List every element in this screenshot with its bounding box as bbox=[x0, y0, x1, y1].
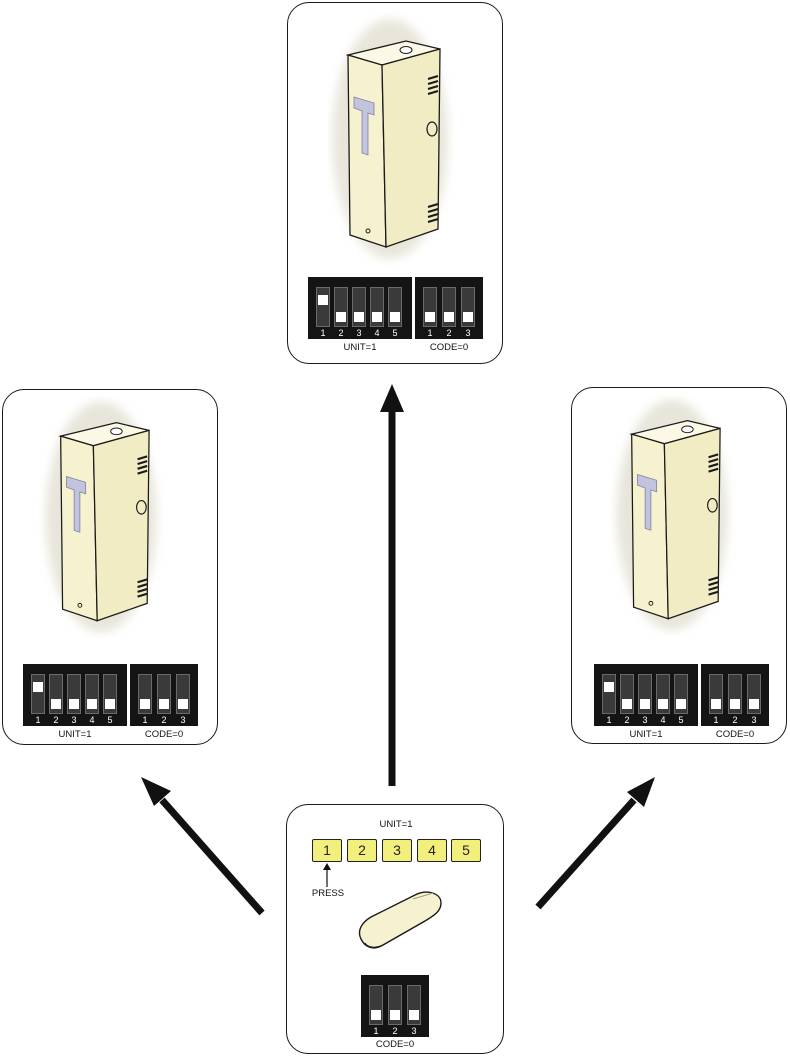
code-caption: CODE=0 bbox=[130, 729, 198, 740]
dip-slot[interactable] bbox=[388, 287, 402, 327]
dip-number: 2 bbox=[49, 715, 63, 725]
unit-caption: UNIT=1 bbox=[594, 729, 698, 740]
transmitter-code-dip-switch: 1 2 3 bbox=[361, 975, 429, 1037]
dip-number: 2 bbox=[620, 715, 634, 725]
transmitter-panel: UNIT=1 1 2 3 4 5 PRESS 1 2 3 CODE=0 bbox=[286, 804, 504, 1054]
dip-number: 1 bbox=[369, 1026, 383, 1036]
dip-number: 5 bbox=[103, 715, 117, 725]
dip-slot[interactable] bbox=[423, 287, 437, 327]
dip-slot[interactable] bbox=[656, 674, 670, 714]
dip-number: 3 bbox=[67, 715, 81, 725]
transmitter-code-caption: CODE=0 bbox=[361, 1039, 429, 1050]
receiver-panel-top: 1 2 3 4 5 1 2 3 UNIT=1 CODE=0 bbox=[287, 2, 503, 364]
dip-slot[interactable] bbox=[442, 287, 456, 327]
receiver-panel-right: 1 2 3 4 5 1 2 3 UNIT=1 CODE=0 bbox=[571, 387, 787, 744]
dip-number: 2 bbox=[157, 715, 171, 725]
dip-slot[interactable] bbox=[31, 674, 45, 714]
dip-number: 5 bbox=[388, 328, 402, 338]
dip-number: 3 bbox=[407, 1026, 421, 1036]
dip-slot[interactable] bbox=[388, 985, 402, 1025]
receiver-device bbox=[328, 7, 454, 265]
dip-slot[interactable] bbox=[157, 674, 171, 714]
unit-caption: UNIT=1 bbox=[308, 342, 412, 353]
dip-slot[interactable] bbox=[747, 674, 761, 714]
unit-key-2[interactable]: 2 bbox=[347, 839, 377, 862]
dip-number: 2 bbox=[334, 328, 348, 338]
dip-slot[interactable] bbox=[728, 674, 742, 714]
code-dip-switch: 1 2 3 bbox=[701, 664, 769, 726]
dip-number: 3 bbox=[176, 715, 190, 725]
dip-number: 1 bbox=[602, 715, 616, 725]
press-label: PRESS bbox=[307, 888, 349, 899]
dip-number: 1 bbox=[31, 715, 45, 725]
dip-slot[interactable] bbox=[67, 674, 81, 714]
dip-slot[interactable] bbox=[407, 985, 421, 1025]
dip-slot[interactable] bbox=[85, 674, 99, 714]
dip-slot[interactable] bbox=[674, 674, 688, 714]
press-arrow-icon bbox=[320, 863, 334, 887]
dip-number: 2 bbox=[388, 1026, 402, 1036]
unit-dip-switch: 1 2 3 4 5 bbox=[23, 664, 127, 726]
receiver-device bbox=[610, 388, 736, 636]
dip-number: 4 bbox=[656, 715, 670, 725]
unit-key-4[interactable]: 4 bbox=[417, 839, 447, 862]
dip-number: 1 bbox=[316, 328, 330, 338]
unit-key-5[interactable]: 5 bbox=[451, 839, 481, 862]
dip-number: 5 bbox=[674, 715, 688, 725]
dip-slot[interactable] bbox=[352, 287, 366, 327]
unit-key-1[interactable]: 1 bbox=[312, 839, 342, 862]
dip-number: 4 bbox=[85, 715, 99, 725]
dip-slot[interactable] bbox=[103, 674, 117, 714]
dip-slot[interactable] bbox=[461, 287, 475, 327]
code-dip-switch: 1 2 3 bbox=[415, 277, 483, 339]
arrow-right bbox=[538, 800, 634, 907]
code-caption: CODE=0 bbox=[701, 729, 769, 740]
dip-number: 2 bbox=[728, 715, 742, 725]
transmitter-unit-caption: UNIT=1 bbox=[287, 819, 505, 830]
unit-caption: UNIT=1 bbox=[23, 729, 127, 740]
dip-number: 1 bbox=[138, 715, 152, 725]
dip-number: 3 bbox=[461, 328, 475, 338]
dip-number: 3 bbox=[747, 715, 761, 725]
dip-slot[interactable] bbox=[602, 674, 616, 714]
receiver-device bbox=[39, 390, 165, 638]
receiver-panel-left: 1 2 3 4 5 1 2 3 UNIT=1 CODE=0 bbox=[2, 389, 218, 745]
dip-slot[interactable] bbox=[138, 674, 152, 714]
code-caption: CODE=0 bbox=[415, 342, 483, 353]
dip-number: 1 bbox=[423, 328, 437, 338]
dip-number: 4 bbox=[370, 328, 384, 338]
arrow-up-head bbox=[380, 384, 404, 412]
dip-slot[interactable] bbox=[176, 674, 190, 714]
dip-slot[interactable] bbox=[709, 674, 723, 714]
dip-slot[interactable] bbox=[638, 674, 652, 714]
remote-control-icon bbox=[353, 887, 449, 953]
unit-dip-switch: 1 2 3 4 5 bbox=[594, 664, 698, 726]
dip-slot[interactable] bbox=[370, 287, 384, 327]
dip-slot[interactable] bbox=[334, 287, 348, 327]
arrow-left bbox=[162, 800, 262, 913]
dip-number: 2 bbox=[442, 328, 456, 338]
dip-number: 1 bbox=[709, 715, 723, 725]
dip-number: 3 bbox=[352, 328, 366, 338]
dip-slot[interactable] bbox=[369, 985, 383, 1025]
dip-slot[interactable] bbox=[49, 674, 63, 714]
code-dip-switch: 1 2 3 bbox=[130, 664, 198, 726]
dip-number: 3 bbox=[638, 715, 652, 725]
dip-slot[interactable] bbox=[316, 287, 330, 327]
dip-slot[interactable] bbox=[620, 674, 634, 714]
unit-key-3[interactable]: 3 bbox=[382, 839, 412, 862]
unit-dip-switch: 1 2 3 4 5 bbox=[308, 277, 412, 339]
